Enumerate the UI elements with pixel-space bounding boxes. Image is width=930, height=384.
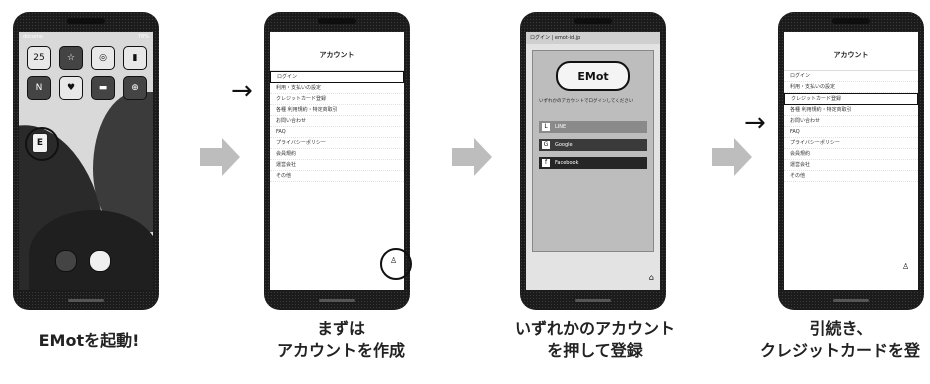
pointer-arrow-icon: → <box>744 108 766 138</box>
dock <box>55 250 111 272</box>
phone-account-screen-2: アカウント ログイン 利用・支払いの設定 クレジットカード登録 各種 利用規約・… <box>778 12 924 310</box>
google-login-label: Google <box>555 142 573 148</box>
step-arrow-icon <box>452 138 492 176</box>
step2-caption-line2: アカウントを作成 <box>276 341 405 360</box>
phone-home-screen: docomo 78% 25 ☆ ◎ ▮ N ♥ ▬ ⊕ E <box>13 12 159 310</box>
status-carrier: docomo <box>23 34 43 40</box>
status-bar: docomo 78% <box>23 34 149 42</box>
menu-item-member-terms[interactable]: 会員規約 <box>270 149 404 160</box>
step-arrow-icon <box>200 138 240 176</box>
account-person-icon[interactable]: ♙ <box>902 262 910 271</box>
account-screen: アカウント ログイン 利用・支払いの設定 クレジットカード登録 各種 利用規約・… <box>784 32 918 290</box>
google-login-button[interactable]: G Google <box>539 139 647 151</box>
messages-app-icon[interactable] <box>89 250 111 272</box>
account-screen: アカウント ログイン 利用・支払いの設定 クレジットカード登録 各種 利用規約・… <box>270 32 404 290</box>
highlight-circle <box>380 248 412 280</box>
phone-account-screen: アカウント ログイン 利用・支払いの設定 クレジットカード登録 各種 利用規約・… <box>264 12 412 310</box>
notes-app-icon[interactable]: ▮ <box>123 46 147 70</box>
menu-item-credit-card[interactable]: クレジットカード登録 <box>784 93 918 105</box>
menu-item-faq[interactable]: FAQ <box>784 127 918 138</box>
facebook-login-label: Facebook <box>555 160 579 166</box>
menu-item-company[interactable]: 運営会社 <box>270 160 404 171</box>
menu-item-company[interactable]: 運営会社 <box>784 160 918 171</box>
menu-item-faq[interactable]: FAQ <box>270 127 404 138</box>
phone-notch <box>67 18 105 24</box>
phone-notch <box>574 18 612 24</box>
menu-item-other[interactable]: その他 <box>270 171 404 182</box>
account-title: アカウント <box>270 50 404 71</box>
step2-caption: まずは アカウントを作成 <box>246 318 436 362</box>
step4-caption-line1: 引続き、 <box>809 319 873 338</box>
step3-caption-line2: を押して登録 <box>547 341 643 360</box>
step2-caption-line1: まずは <box>316 319 365 338</box>
status-battery: 78% <box>137 34 149 40</box>
photos-app-icon[interactable]: ☆ <box>59 46 83 70</box>
home-indicator <box>319 299 355 302</box>
home-indicator <box>575 299 611 302</box>
menu-item-privacy[interactable]: プライバシーポリシー <box>270 138 404 149</box>
news-app-icon[interactable]: N <box>27 76 51 100</box>
menu-item-privacy[interactable]: プライバシーポリシー <box>784 138 918 149</box>
app-grid: 25 ☆ ◎ ▮ N ♥ ▬ ⊕ <box>27 46 147 100</box>
account-person-icon[interactable]: ♙ <box>390 256 398 265</box>
step-arrow-icon <box>712 138 752 176</box>
step3-caption-line1: いずれかのアカウント <box>514 319 675 338</box>
emot-logo: EMot <box>556 61 630 91</box>
line-icon: L <box>542 123 550 131</box>
calendar-app-icon[interactable]: 25 <box>27 46 51 70</box>
step1-caption: EMotを起動! <box>0 330 178 352</box>
menu-item-credit-card[interactable]: クレジットカード登録 <box>270 94 404 105</box>
step1-caption-line: EMotを起動! <box>38 331 140 350</box>
phone-login-screen: ログイン | emot-id.jp EMot いずれかのアカウントでログインして… <box>520 12 666 310</box>
step4-caption-line2: クレジットカードを登 <box>760 341 921 360</box>
menu-item-login[interactable]: ログイン <box>270 71 404 83</box>
wallet-app-icon[interactable]: ▬ <box>91 76 115 100</box>
menu-item-terms[interactable]: 各種 利用規約・特定商取引 <box>784 105 918 116</box>
menu-item-contact[interactable]: お問い合わせ <box>784 116 918 127</box>
pointer-arrow-icon: → <box>231 76 253 106</box>
login-screen: ログイン | emot-id.jp EMot いずれかのアカウントでログインして… <box>526 32 660 290</box>
menu-item-member-terms[interactable]: 会員規約 <box>784 149 918 160</box>
phone-notch <box>832 18 870 24</box>
login-message: いずれかのアカウントでログインしてください <box>539 99 634 104</box>
phone-notch <box>318 18 356 24</box>
account-title: アカウント <box>784 50 918 71</box>
login-card: EMot いずれかのアカウントでログインしてください L LINE G Goog… <box>532 50 654 252</box>
home-indicator <box>68 299 104 302</box>
line-login-button[interactable]: L LINE <box>539 121 647 133</box>
highlight-circle <box>25 127 59 161</box>
home-screen: docomo 78% 25 ☆ ◎ ▮ N ♥ ▬ ⊕ E <box>19 32 153 290</box>
step4-caption: 引続き、 クレジットカードを登 <box>752 318 930 362</box>
menu-item-payment-settings[interactable]: 利用・支払いの設定 <box>270 83 404 94</box>
menu-item-login[interactable]: ログイン <box>784 71 918 82</box>
step3-caption: いずれかのアカウント を押して登録 <box>500 318 690 362</box>
line-login-label: LINE <box>555 124 567 130</box>
facebook-icon: f <box>542 159 550 167</box>
menu-item-terms[interactable]: 各種 利用規約・特定商取引 <box>270 105 404 116</box>
browser-url-bar[interactable]: ログイン | emot-id.jp <box>526 32 660 44</box>
menu-item-other[interactable]: その他 <box>784 171 918 182</box>
home-indicator <box>833 299 869 302</box>
menu-item-payment-settings[interactable]: 利用・支払いの設定 <box>784 82 918 93</box>
menu-item-contact[interactable]: お問い合わせ <box>270 116 404 127</box>
camera-app-icon[interactable]: ◎ <box>91 46 115 70</box>
safari-app-icon[interactable] <box>55 250 77 272</box>
health-app-icon[interactable]: ♥ <box>59 76 83 100</box>
google-icon: G <box>542 141 550 149</box>
facebook-login-button[interactable]: f Facebook <box>539 157 647 169</box>
home-icon[interactable]: ⌂ <box>648 273 654 282</box>
settings-app-icon[interactable]: ⊕ <box>123 76 147 100</box>
